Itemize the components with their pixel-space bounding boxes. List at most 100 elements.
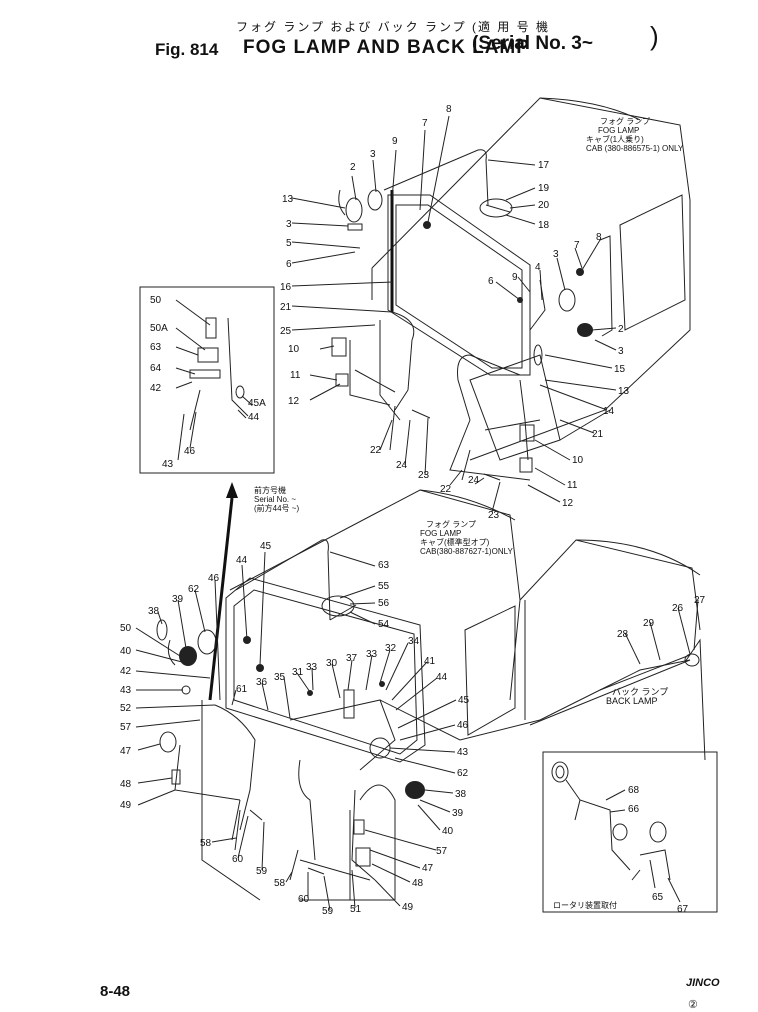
svg-text:17: 17 (538, 160, 550, 171)
lower-fog-note: フォグ ランプ FOG LAMP キャブ(標準型オプ) CAB(380-8876… (420, 520, 513, 556)
svg-text:28: 28 (617, 629, 629, 640)
upper-windshield (387, 194, 531, 376)
svg-text:38: 38 (455, 789, 467, 800)
svg-text:44: 44 (236, 555, 248, 566)
svg-text:48: 48 (120, 779, 132, 790)
lower-lamp-parts (156, 595, 700, 881)
serial-arrow-note: 前方号機 Serial No. ~ (前方44号 ~) (254, 486, 300, 513)
upper-lamp-parts (331, 189, 593, 481)
svg-text:39: 39 (172, 594, 184, 605)
svg-text:44: 44 (436, 672, 448, 683)
svg-text:12: 12 (562, 498, 574, 509)
svg-text:11: 11 (290, 370, 301, 381)
title-japanese: フォグ ランプ および バック ランプ (適 用 号 機 (236, 20, 550, 34)
svg-text:3: 3 (553, 249, 559, 260)
svg-text:42: 42 (150, 383, 162, 394)
svg-text:33: 33 (366, 649, 378, 660)
svg-text:13: 13 (618, 386, 630, 397)
svg-text:4: 4 (535, 262, 541, 273)
svg-text:50A: 50A (150, 323, 168, 334)
serial-range-close: ) (650, 21, 659, 51)
svg-text:48: 48 (412, 878, 424, 889)
svg-text:21: 21 (280, 302, 292, 313)
upper-harness (354, 149, 546, 481)
svg-text:22: 22 (370, 445, 382, 456)
svg-text:27: 27 (694, 595, 706, 606)
svg-text:29: 29 (643, 618, 655, 629)
rotary-note: ロータリ装置取付 (553, 901, 617, 910)
svg-text:6: 6 (488, 276, 494, 287)
svg-text:18: 18 (538, 220, 550, 231)
svg-text:60: 60 (232, 854, 244, 865)
svg-text:46: 46 (184, 446, 196, 457)
svg-text:8: 8 (596, 232, 602, 243)
svg-text:58: 58 (274, 878, 286, 889)
svg-text:39: 39 (452, 808, 464, 819)
svg-text:45A: 45A (248, 398, 266, 409)
page-number: 8-48 (100, 983, 131, 1000)
svg-text:61: 61 (236, 684, 248, 695)
svg-text:59: 59 (256, 866, 268, 877)
svg-text:45: 45 (458, 695, 470, 706)
svg-text:45: 45 (260, 541, 272, 552)
svg-text:10: 10 (572, 455, 584, 466)
svg-text:23: 23 (488, 510, 500, 521)
back-lamp-note: バック ランプ BACK LAMP (606, 687, 669, 706)
svg-text:19: 19 (538, 183, 550, 194)
svg-text:47: 47 (422, 863, 434, 874)
lower-windshield (225, 577, 426, 763)
svg-text:67: 67 (677, 904, 689, 915)
svg-text:43: 43 (457, 747, 469, 758)
svg-text:62: 62 (457, 768, 469, 779)
inset-a: 50 50A 63 64 42 45A 44 43 46 (139, 286, 275, 474)
svg-text:23: 23 (418, 470, 430, 481)
svg-text:31: 31 (292, 667, 304, 678)
svg-text:16: 16 (280, 282, 292, 293)
svg-text:62: 62 (188, 584, 200, 595)
svg-text:68: 68 (628, 785, 640, 796)
svg-text:22: 22 (440, 484, 452, 495)
svg-text:6: 6 (286, 259, 292, 270)
svg-text:41: 41 (424, 656, 436, 667)
svg-text:40: 40 (442, 826, 454, 837)
svg-text:15: 15 (614, 364, 626, 375)
svg-text:30: 30 (326, 658, 338, 669)
page-title: FOG LAMP AND BACK LAMP (243, 37, 530, 58)
svg-text:63: 63 (378, 560, 390, 571)
svg-text:40: 40 (120, 646, 132, 657)
svg-text:34: 34 (408, 636, 420, 647)
lower-harness (174, 482, 691, 881)
svg-text:49: 49 (402, 902, 414, 913)
svg-text:59: 59 (322, 906, 334, 917)
svg-text:21: 21 (592, 429, 604, 440)
svg-text:49: 49 (120, 800, 132, 811)
svg-text:3: 3 (286, 219, 292, 230)
revision-mark: ② (688, 999, 698, 1011)
svg-text:14: 14 (603, 406, 615, 417)
svg-text:38: 38 (148, 606, 160, 617)
svg-text:37: 37 (346, 653, 358, 664)
svg-text:43: 43 (162, 459, 174, 470)
svg-text:13: 13 (282, 194, 294, 205)
svg-text:44: 44 (248, 412, 260, 423)
inset-b: 68 66 65 67 (542, 751, 718, 915)
svg-text:43: 43 (120, 685, 132, 696)
svg-text:10: 10 (288, 344, 300, 355)
svg-text:2: 2 (350, 162, 356, 173)
lower-leaders (135, 551, 699, 911)
svg-text:58: 58 (200, 838, 212, 849)
lower-cab-outline (201, 489, 706, 901)
upper-leaders (291, 115, 617, 513)
svg-text:20: 20 (538, 200, 550, 211)
svg-text:8: 8 (446, 104, 452, 115)
svg-text:50: 50 (120, 623, 132, 634)
svg-text:9: 9 (512, 272, 518, 283)
brand-mark: JINCO (686, 977, 720, 989)
svg-text:57: 57 (436, 846, 448, 857)
svg-text:54: 54 (378, 619, 390, 630)
svg-text:63: 63 (150, 342, 162, 353)
svg-text:11: 11 (567, 480, 578, 491)
svg-text:5: 5 (286, 238, 292, 249)
svg-text:42: 42 (120, 666, 132, 677)
